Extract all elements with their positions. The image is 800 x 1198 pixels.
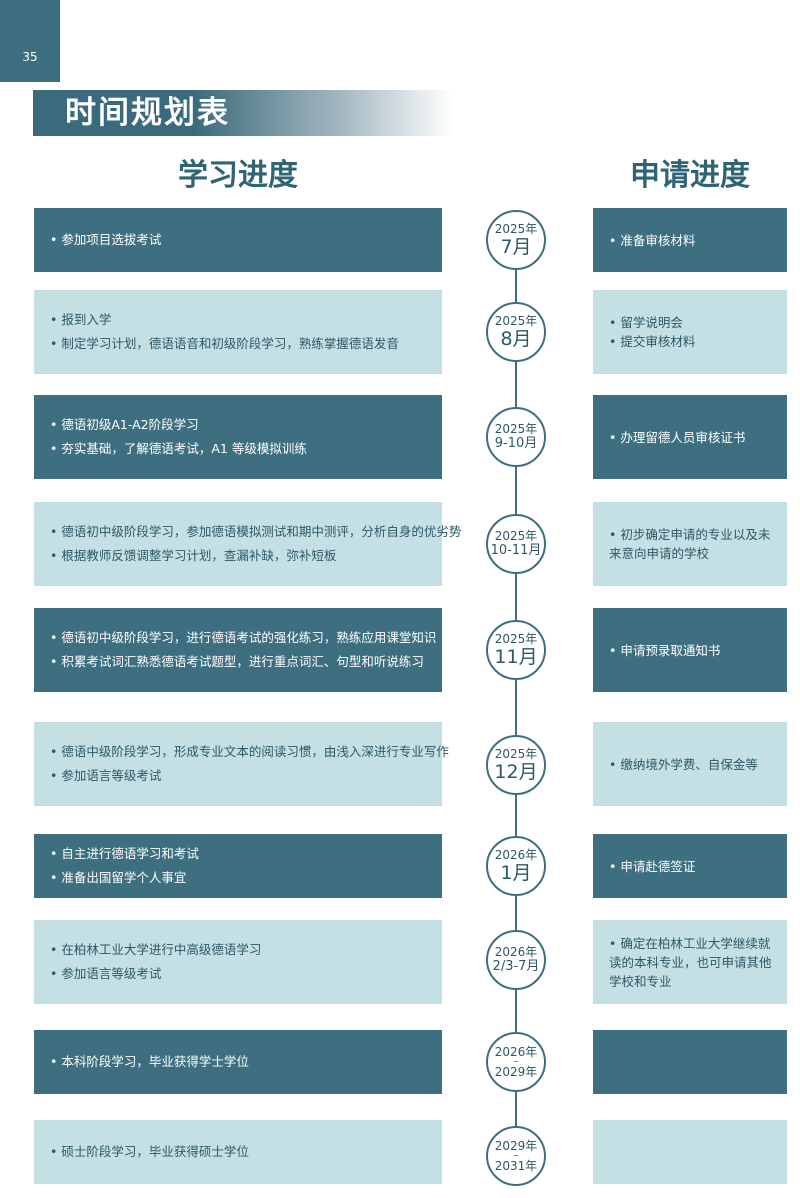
application-box: • 缴纳境外学费、自保金等 [593,722,787,806]
timeline-date-circle: 2025年 12月 [486,735,546,795]
timeline-tilde: ~ [512,1151,520,1160]
timeline-period: 9-10月 [494,436,538,451]
study-item: • 硕士阶段学习，毕业获得硕士学位 [50,1144,249,1159]
timeline-year: 2025年 [494,314,538,328]
study-item: • 准备出国留学个人事宜 [50,870,187,885]
application-progress-heading: 申请进度 [630,158,750,193]
application-box: • 申请预录取通知书 [593,608,787,692]
study-box: • 自主进行德语学习和考试 • 准备出国留学个人事宜 [34,834,442,898]
study-box: • 德语初中级阶段学习，参加德语模拟测试和期中测评，分析自身的优劣势 • 根据教… [34,502,462,586]
application-box: • 留学说明会 • 提交审核材料 [593,290,787,374]
application-box-empty [593,1120,787,1184]
page-number-tab: 35 [0,0,60,82]
application-item: • 准备审核材料 [609,232,696,248]
application-item: • 缴纳境外学费、自保金等 [609,756,758,772]
timeline-line [515,240,517,1155]
application-item: • 初步确定申请的专业以及未来意向申请的学校 [609,527,771,561]
application-item: • 申请预录取通知书 [609,642,721,658]
application-item: • 申请赴德签证 [609,858,696,874]
study-progress-heading: 学习进度 [178,158,298,193]
study-item: • 积累考试词汇熟悉德语考试题型，进行重点词汇、句型和听说练习 [50,654,424,669]
study-item: • 参加语言等级考试 [50,768,162,783]
application-box: • 准备审核材料 [593,208,787,272]
timeline-period: 10-11月 [490,543,542,558]
timeline-date-circle: 2026年 ~ 2029年 [486,1032,546,1092]
application-box: • 申请赴德签证 [593,834,787,898]
application-box-empty [593,1030,787,1094]
study-box: • 德语中级阶段学习，形成专业文本的阅读习惯，由浅入深进行专业写作 • 参加语言… [34,722,449,806]
timeline-date-circle: 2029年 ~ 2031年 [486,1126,546,1186]
application-item: • 提交审核材料 [609,334,696,349]
timeline-year: 2025年 [494,747,538,761]
timeline-year: 2026年 [494,848,538,862]
application-box: • 初步确定申请的专业以及未来意向申请的学校 [593,502,787,586]
study-box: • 德语初级A1-A2阶段学习 • 夯实基础，了解德语考试，A1 等级模拟训练 [34,395,442,479]
application-item: • 办理留德人员审核证书 [609,429,746,445]
study-item: • 夯实基础，了解德语考试，A1 等级模拟训练 [50,441,307,456]
study-box: • 德语初中级阶段学习，进行德语考试的强化练习，熟练应用课堂知识 • 积累考试词… [34,608,442,692]
timeline-year: 2025年 [494,632,538,646]
application-box: • 办理留德人员审核证书 [593,395,787,479]
timeline-date-circle: 2025年 11月 [486,620,546,680]
timeline-date-circle: 2025年 8月 [486,302,546,362]
timeline-end-year: 2031年 [494,1159,538,1173]
application-box: • 确定在柏林工业大学继续就读的本科专业，也可申请其他学校和专业 [593,920,787,1004]
application-item: • 确定在柏林工业大学继续就读的本科专业，也可申请其他学校和专业 [609,935,772,989]
study-box: • 本科阶段学习，毕业获得学士学位 [34,1030,442,1094]
timeline-date-circle: 2026年 1月 [486,836,546,896]
timeline-period: 8月 [500,328,532,350]
timeline-period: 1月 [500,862,532,884]
study-item: • 德语初中级阶段学习，参加德语模拟测试和期中测评，分析自身的优劣势 [50,524,462,539]
study-item: • 自主进行德语学习和考试 [50,846,199,861]
study-item: • 根据教师反馈调整学习计划，查漏补缺，弥补短板 [50,548,337,563]
timeline-year: 2026年 [494,1045,538,1059]
application-item: • 留学说明会 [609,315,683,330]
timeline-year: 2025年 [494,222,538,236]
study-item: • 参加语言等级考试 [50,966,162,981]
study-item: • 报到入学 [50,312,112,327]
timeline-year: 2025年 [494,529,538,543]
timeline-date-circle: 2026年 2/3-7月 [486,930,546,990]
study-item: • 在柏林工业大学进行中高级德语学习 [50,942,262,957]
timeline-year: 2029年 [494,1139,538,1153]
study-box: • 参加项目选拔考试 [34,208,442,272]
timeline-year: 2026年 [494,945,538,959]
study-item: • 本科阶段学习，毕业获得学士学位 [50,1054,249,1069]
page-number: 35 [22,50,38,64]
timeline-tilde: ~ [512,1057,520,1066]
study-box: • 硕士阶段学习，毕业获得硕士学位 [34,1120,442,1184]
study-item: • 参加项目选拔考试 [50,232,162,247]
timeline-period: 2/3-7月 [492,959,540,974]
timeline-period: 7月 [500,236,532,258]
title-banner: 时间规划表 [33,90,453,136]
timeline-date-circle: 2025年 9-10月 [486,407,546,467]
study-item: • 制定学习计划，德语语音和初级阶段学习，熟练掌握德语发音 [50,336,399,351]
study-item: • 德语初中级阶段学习，进行德语考试的强化练习，熟练应用课堂知识 [50,630,437,645]
timeline-period: 12月 [494,761,538,783]
study-box: • 报到入学 • 制定学习计划，德语语音和初级阶段学习，熟练掌握德语发音 [34,290,442,374]
study-item: • 德语初级A1-A2阶段学习 [50,417,199,432]
study-item: • 德语中级阶段学习，形成专业文本的阅读习惯，由浅入深进行专业写作 [50,744,449,759]
timeline-period: 11月 [494,646,538,668]
timeline-year: 2025年 [494,422,538,436]
study-box: • 在柏林工业大学进行中高级德语学习 • 参加语言等级考试 [34,920,442,1004]
timeline-date-circle: 2025年 7月 [486,210,546,270]
timeline-end-year: 2029年 [494,1065,538,1079]
timeline-date-circle: 2025年 10-11月 [486,514,546,574]
page-title: 时间规划表 [65,95,230,131]
